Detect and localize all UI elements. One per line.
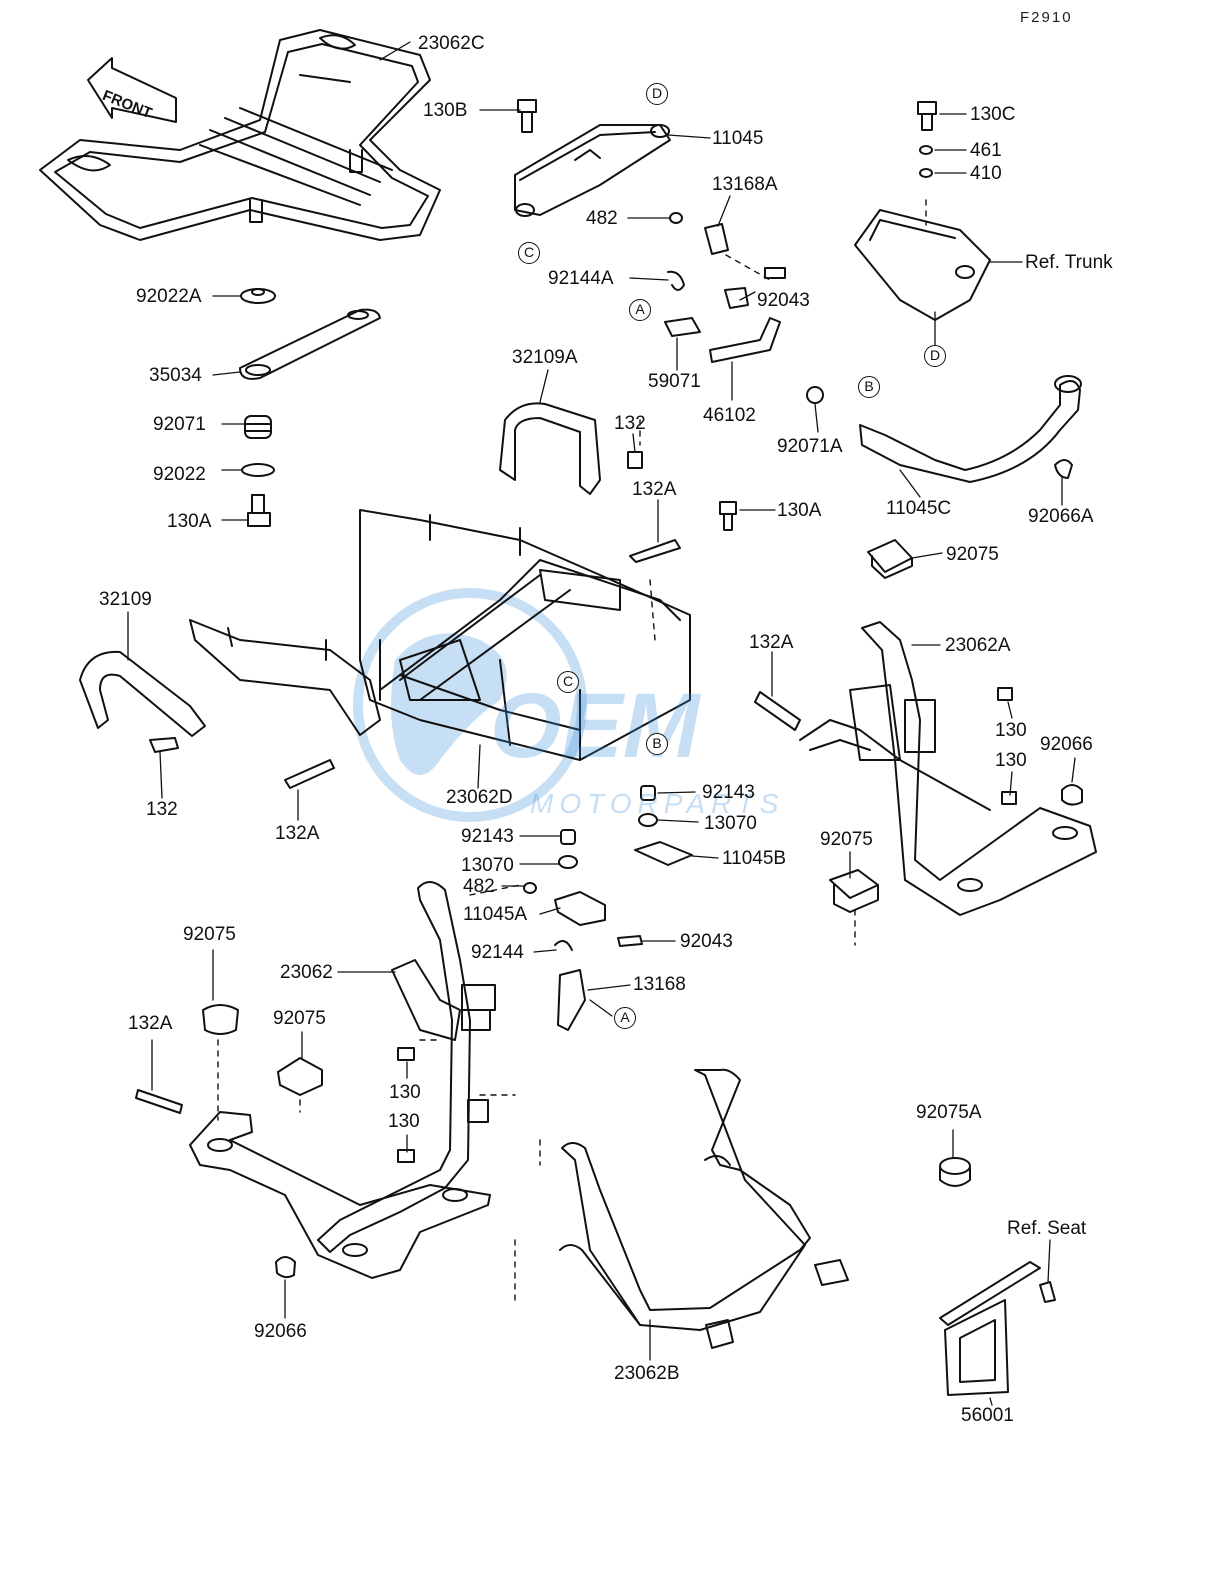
label-130B: 130B [423,100,468,121]
label-92144A: 92144A [548,268,614,289]
watermark-sub: MOTORPARTS [530,788,785,819]
grommets-lower [202,869,879,1096]
label-410: 410 [970,163,1002,184]
label-92075-mid: 92075 [820,829,873,850]
assembly-lines [217,199,927,1301]
label-32109A: 32109A [512,347,578,368]
part-92075-grommet [867,539,913,579]
label-92143-lower: 92143 [461,826,514,847]
marker-A-low: A [614,1007,636,1029]
part-23062-frame [135,881,496,1279]
part-23062D-rack [359,509,691,761]
label-23062A: 23062A [945,635,1011,656]
label-130-b1: 130 [389,1082,421,1103]
label-11045C: 11045C [886,498,952,519]
label-130A-right: 130A [777,500,822,521]
label-13168: 13168 [633,974,686,995]
part-23062A-frame [754,621,1097,916]
label-46102: 46102 [703,405,756,426]
label-130-r1: 130 [995,720,1027,741]
label-92143-upper: 92143 [702,782,755,803]
label-130-r2: 130 [995,750,1027,771]
label-23062C: 23062C [418,33,485,54]
part-11045-bracket [514,124,671,217]
label-13168A: 13168A [712,174,778,195]
marker-D-top: D [646,83,668,105]
label-92071: 92071 [153,414,206,435]
part-32109-handle [79,619,381,789]
marker-C-mid: C [557,671,579,693]
label-130A-left: 130A [167,511,212,532]
label-482-lower: 482 [463,876,495,897]
leader-lines [127,41,1076,1406]
part-56001-bracket [939,1261,1056,1396]
label-92075-top: 92075 [946,544,999,565]
label-56001: 56001 [961,1405,1014,1426]
label-92022A: 92022A [136,286,202,307]
label-92144: 92144 [471,942,524,963]
part-11045C-bar [806,375,1082,483]
label-23062B: 23062B [614,1363,680,1384]
label-23062: 23062 [280,962,333,983]
label-ref-seat: Ref. Seat [1007,1218,1087,1239]
mounting-stack [239,288,381,527]
label-482-top: 482 [586,208,618,229]
label-13070-lower: 13070 [461,855,514,876]
label-11045B: 11045B [722,848,787,869]
label-11045: 11045 [712,128,764,149]
label-13070-upper: 13070 [704,813,757,834]
label-ref-trunk: Ref. Trunk [1025,252,1113,273]
label-92075-lower: 92075 [273,1008,326,1029]
front-arrow [87,57,177,123]
label-130-b2: 130 [388,1111,420,1132]
label-32109: 32109 [99,589,152,610]
label-92075-left: 92075 [183,924,236,945]
label-132-top: 132 [614,413,646,434]
label-92066A: 92066A [1028,506,1094,527]
diagram-code: F2910 [1020,9,1073,26]
label-11045A: 11045A [463,904,528,925]
label-92066-bottom: 92066 [254,1321,307,1342]
label-461: 461 [970,140,1002,161]
label-59071: 59071 [648,371,701,392]
label-92043-lower: 92043 [680,931,733,952]
label-92071A: 92071A [777,436,843,457]
small-parts-middle [523,785,693,1031]
label-132A-left: 132A [275,823,320,844]
marker-B-right: B [858,376,880,398]
watermark-brand: OEM [490,675,700,777]
label-92043-top: 92043 [757,290,810,311]
label-92075A: 92075A [916,1102,982,1123]
trunk-bracket [854,101,991,321]
marker-C-top: C [518,242,540,264]
label-132A-bottom: 132A [128,1013,173,1034]
watermark-logo [353,588,587,822]
marker-B-mid: B [646,733,668,755]
label-132A-mid: 132A [749,632,794,653]
part-23062C-rack [39,29,441,241]
part-13168A-assembly [664,212,786,363]
label-92066-right: 92066 [1040,734,1093,755]
label-130C: 130C [970,104,1016,125]
marker-D-right: D [924,345,946,367]
part-92075A-bushing [939,1157,971,1187]
label-132-left: 132 [146,799,178,820]
part-130B-bolt [517,99,537,133]
label-132A-top: 132A [632,479,677,500]
label-35034: 35034 [149,365,202,386]
label-23062D: 23062D [446,787,513,808]
label-92022: 92022 [153,464,206,485]
marker-A-top: A [629,299,651,321]
bolts-132A-130A [629,501,737,563]
part-23062B-frame [559,1068,849,1349]
